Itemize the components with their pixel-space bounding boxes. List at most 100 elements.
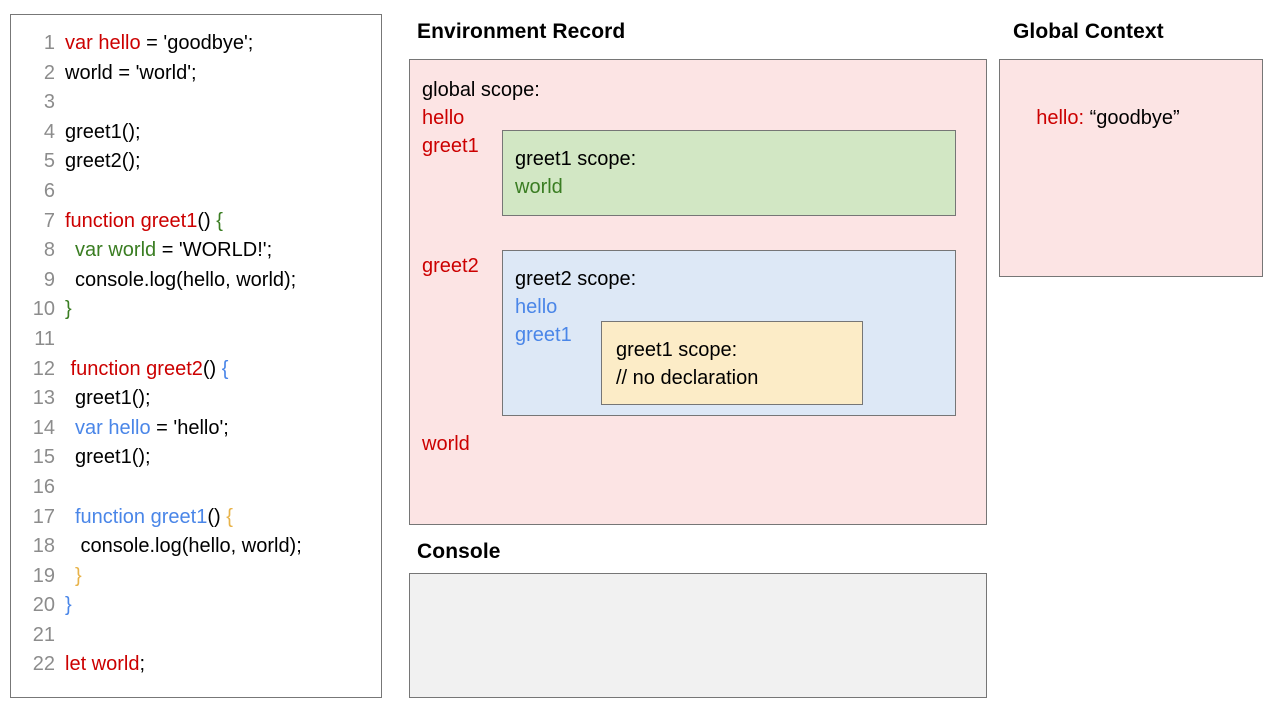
- greet1-inner-scope-box: greet1 scope: // no declaration: [601, 321, 863, 405]
- console-heading: Console: [417, 540, 501, 563]
- code-token: console.log(hello, world);: [75, 535, 302, 558]
- code-line-number: 5: [43, 150, 55, 173]
- greet2-binding-greet1: greet1: [515, 324, 572, 346]
- code-line-text: greet2();: [55, 147, 141, 177]
- code-line-text: }: [55, 562, 82, 592]
- code-line-number: 9: [43, 268, 55, 291]
- code-line: 16: [11, 473, 381, 503]
- code-line-number: 8: [43, 239, 55, 262]
- code-line-number: 20: [32, 594, 55, 617]
- global-context-panel: hello: “goodbye”: [999, 59, 1263, 277]
- code-line-number: 14: [32, 416, 55, 439]
- code-line-number: 18: [32, 535, 55, 558]
- code-token: }: [65, 594, 72, 617]
- code-line-text: var world = 'WORLD!';: [55, 236, 272, 266]
- code-token: (): [207, 505, 227, 528]
- greet2-scope-title: greet2 scope:: [515, 268, 637, 290]
- code-token: = 'WORLD!';: [156, 239, 273, 262]
- code-token: var hello: [75, 416, 151, 439]
- code-token: function greet1: [65, 209, 198, 232]
- code-line: 20}: [11, 591, 381, 621]
- greet2-scope-box: greet2 scope: hello greet1 greet1 scope:…: [502, 250, 956, 416]
- code-line-text: greet1();: [55, 384, 151, 414]
- code-line-text: }: [55, 295, 72, 325]
- greet1-scope-box: greet1 scope: world: [502, 130, 956, 216]
- global-context-entry: hello: “goodbye”: [1014, 76, 1180, 160]
- code-line-text: }: [55, 591, 72, 621]
- code-line-number: 3: [43, 91, 55, 114]
- code-token: (): [197, 209, 217, 232]
- code-token: function greet2: [65, 357, 203, 380]
- code-token: }: [65, 298, 72, 321]
- code-line-number: 16: [32, 475, 55, 498]
- code-token: {: [216, 209, 223, 232]
- code-token: function greet1: [75, 505, 208, 528]
- greet1-scope-title: greet1 scope:: [515, 148, 637, 170]
- code-token: {: [226, 505, 233, 528]
- code-line-text: function greet1() {: [55, 207, 223, 237]
- code-line-number: 21: [32, 623, 55, 646]
- code-line-text: let world;: [55, 650, 145, 680]
- code-line: 19}: [11, 562, 381, 592]
- code-line-number: 12: [32, 357, 55, 380]
- code-line-text: greet1();: [55, 443, 151, 473]
- code-line-number: 7: [43, 209, 55, 232]
- code-token: let world: [65, 653, 140, 676]
- code-line: 12 function greet2() {: [11, 355, 381, 385]
- code-line-number: 2: [43, 61, 55, 84]
- code-line: 5 greet2();: [11, 147, 381, 177]
- global-binding-world: world: [422, 433, 470, 455]
- code-token: var world: [75, 239, 157, 262]
- code-line-number: 22: [32, 653, 55, 676]
- code-line-number: 13: [32, 387, 55, 410]
- global-scope-title: global scope:: [422, 79, 540, 101]
- code-token: = 'goodbye';: [140, 32, 254, 54]
- global-binding-hello: hello: [422, 107, 465, 129]
- code-line-number: 10: [32, 298, 55, 321]
- code-token: (): [202, 357, 222, 380]
- code-token: {: [221, 357, 229, 380]
- code-token: = 'hello';: [150, 416, 229, 439]
- code-line-text: world = 'world';: [55, 59, 197, 89]
- greet1-binding-world: world: [515, 176, 563, 198]
- code-line: 21: [11, 621, 381, 651]
- code-line-text: var hello = 'hello';: [55, 414, 229, 444]
- code-line-text: function greet2() {: [55, 355, 229, 385]
- code-line-number: 17: [32, 505, 55, 528]
- code-line-text: console.log(hello, world);: [55, 532, 302, 562]
- code-token: console.log(hello, world);: [75, 268, 297, 291]
- code-line-text: var hello = 'goodbye';: [55, 29, 253, 59]
- code-token: greet1();: [75, 446, 151, 469]
- global-context-entry-key: hello:: [1036, 107, 1085, 129]
- code-line-number: 1: [43, 32, 55, 54]
- code-token: greet2();: [65, 150, 141, 173]
- environment-record-heading: Environment Record: [417, 20, 626, 43]
- environment-record-panel: global scope: hello greet1 greet2 world …: [409, 59, 987, 525]
- code-line: 3: [11, 88, 381, 118]
- code-line-text: function greet1() {: [55, 503, 233, 533]
- code-line-text: console.log(hello, world);: [55, 266, 296, 296]
- code-line: 9 console.log(hello, world);: [11, 266, 381, 296]
- code-line-number: 19: [32, 564, 55, 587]
- code-line: 10}: [11, 295, 381, 325]
- code-token: world = 'world';: [65, 61, 197, 84]
- code-token: var hello: [65, 32, 141, 54]
- code-line-number: 11: [34, 327, 55, 350]
- code-line: 18 console.log(hello, world);: [11, 532, 381, 562]
- global-binding-greet2: greet2: [422, 255, 479, 277]
- code-token: }: [75, 564, 82, 587]
- global-context-entry-value: “goodbye”: [1084, 107, 1180, 129]
- console-panel[interactable]: [409, 573, 987, 698]
- greet1-inner-scope-title: greet1 scope:: [616, 339, 738, 361]
- code-token: greet1();: [65, 120, 141, 143]
